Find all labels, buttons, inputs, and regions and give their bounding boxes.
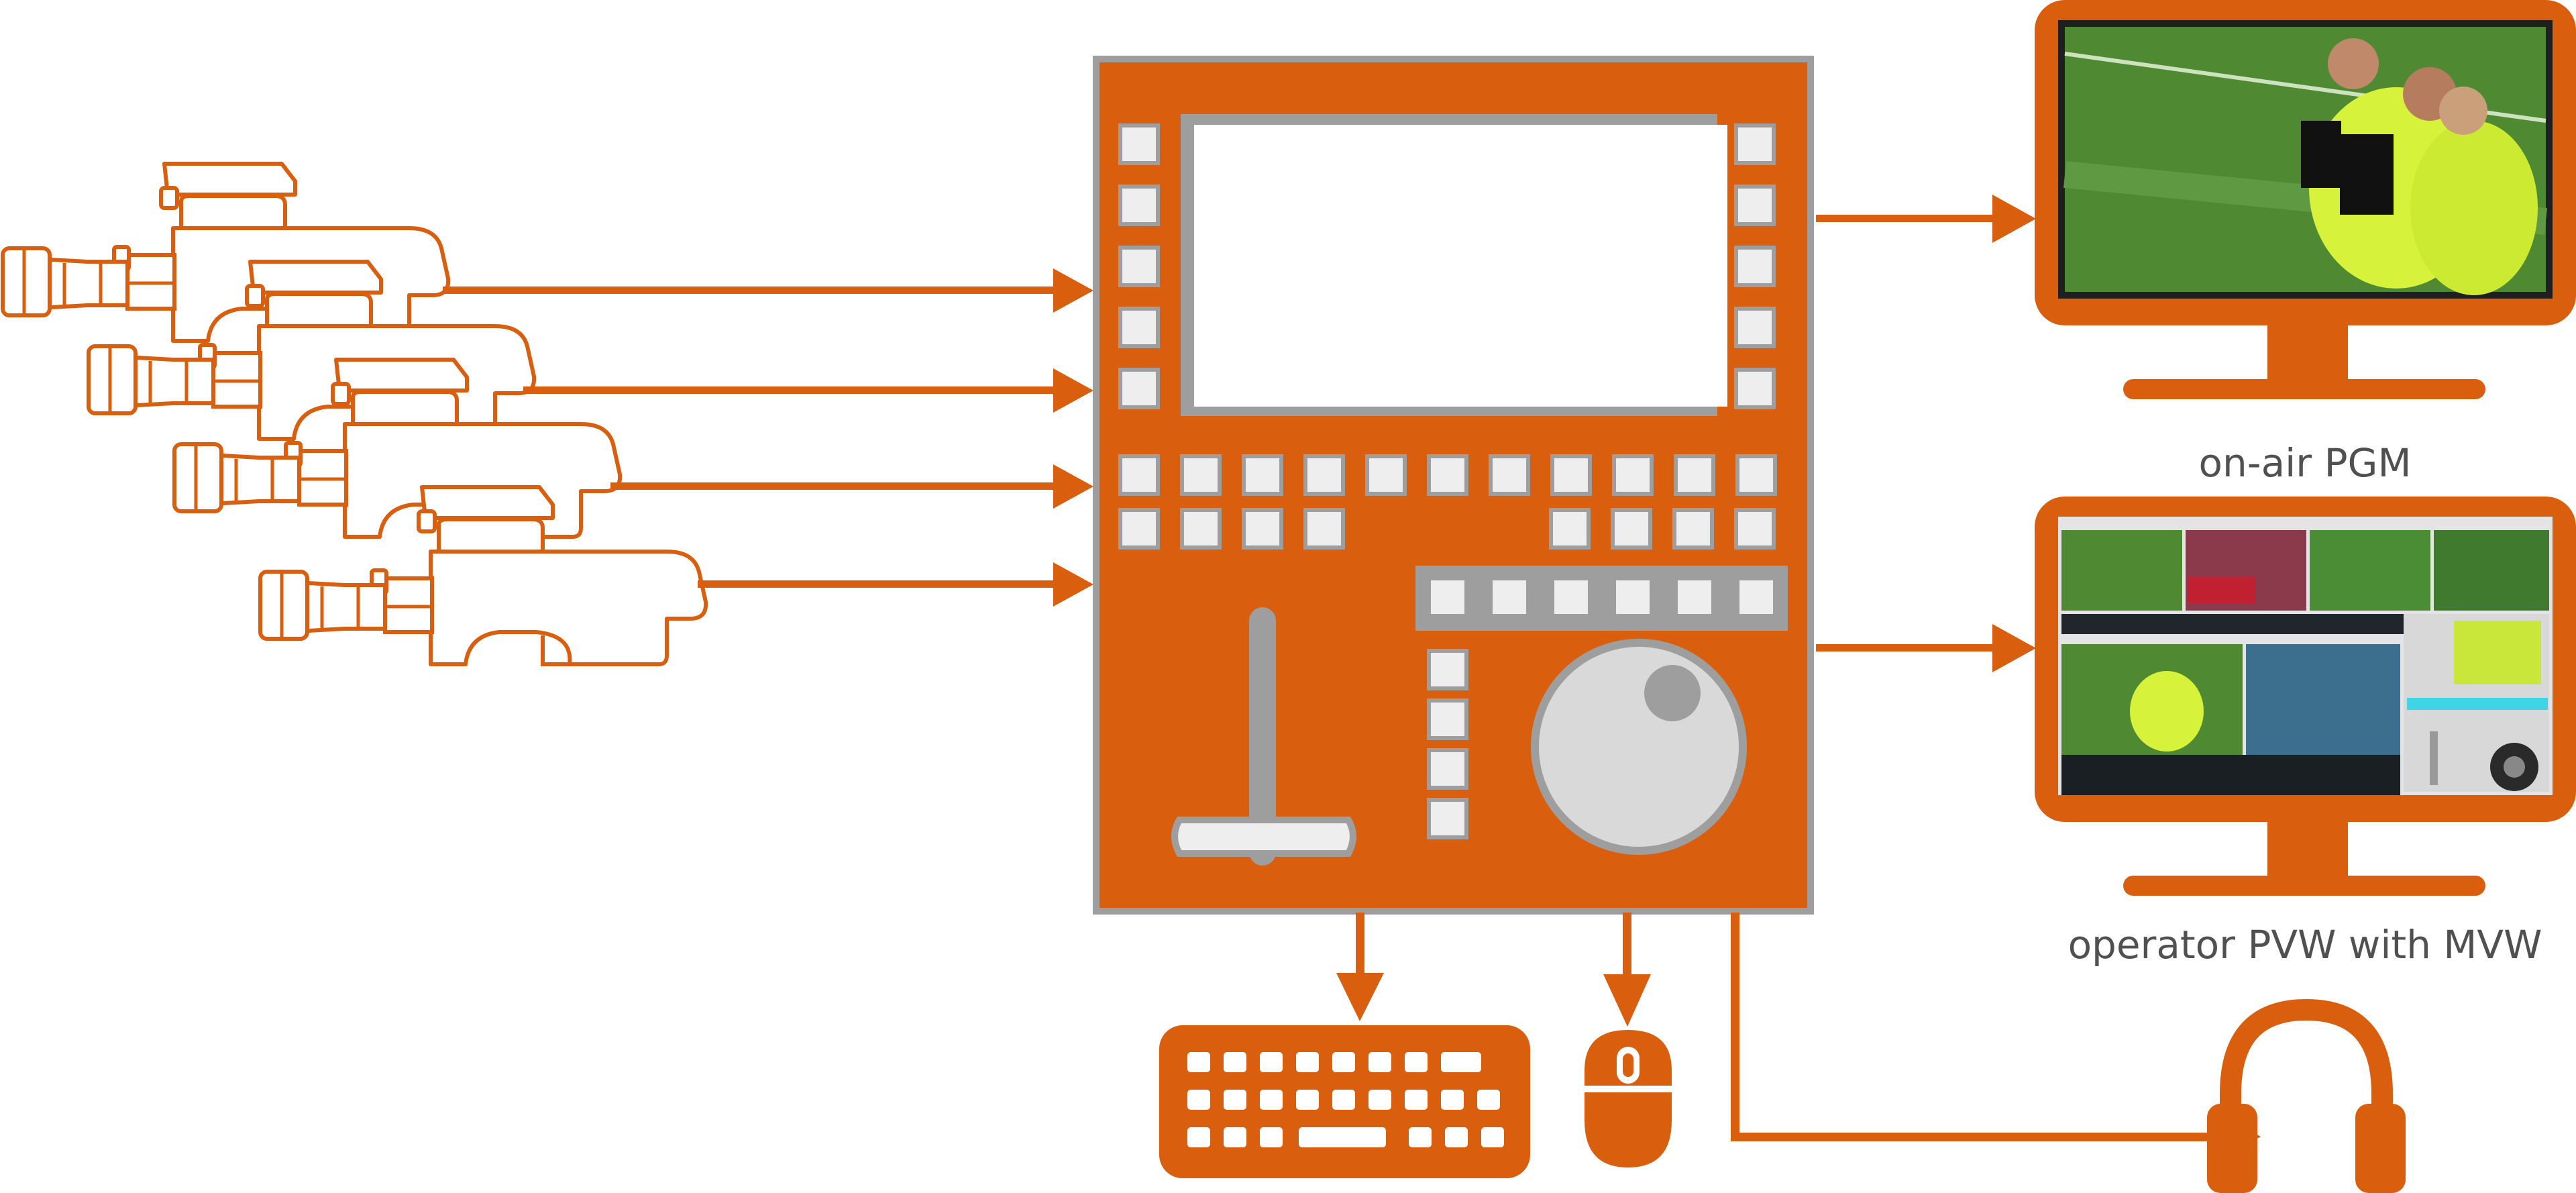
keyboard-key bbox=[1481, 1127, 1504, 1147]
controller-key bbox=[1427, 454, 1468, 496]
keyboard-key bbox=[1445, 1127, 1468, 1147]
controller-key bbox=[1611, 508, 1652, 550]
keyboard-key bbox=[1441, 1090, 1464, 1110]
controller-key-row-2 bbox=[1118, 508, 1776, 550]
keyboard-key bbox=[1224, 1052, 1246, 1072]
keyboard-key bbox=[1441, 1052, 1481, 1072]
keyboard-key bbox=[1260, 1127, 1283, 1147]
pgm-monitor-icon bbox=[2035, 0, 2576, 399]
controller-key bbox=[1734, 508, 1776, 550]
controller-key bbox=[1612, 454, 1654, 496]
controller-key bbox=[1303, 508, 1345, 550]
controller-screen-right-keys bbox=[1734, 123, 1776, 409]
mouse-arrow bbox=[1603, 913, 1651, 1027]
function-key-strip bbox=[1415, 566, 1788, 631]
side-key bbox=[1427, 698, 1468, 740]
controller-key bbox=[1674, 454, 1715, 496]
controller-key bbox=[1118, 246, 1160, 287]
controller-key bbox=[1303, 454, 1345, 496]
controller-key bbox=[1672, 508, 1714, 550]
controller-key bbox=[1242, 508, 1283, 550]
function-key bbox=[1612, 576, 1654, 618]
input-arrow-4 bbox=[698, 562, 1093, 607]
keyboard-icon bbox=[1159, 1025, 1530, 1178]
function-key bbox=[1427, 576, 1468, 618]
input-arrows bbox=[443, 268, 1093, 607]
keyboard-key bbox=[1296, 1090, 1319, 1110]
keyboard-key bbox=[1260, 1052, 1283, 1072]
pvw-arrow bbox=[1816, 624, 2036, 672]
controller-screen-left-keys bbox=[1118, 123, 1160, 409]
controller-key bbox=[1180, 454, 1222, 496]
multiviewer-screen bbox=[2061, 530, 2549, 795]
controller-key bbox=[1734, 123, 1776, 165]
camera-1-icon bbox=[3, 164, 448, 341]
keyboard-key bbox=[1477, 1090, 1500, 1110]
pgm-arrow bbox=[1816, 195, 2036, 243]
keyboard-key bbox=[1187, 1052, 1210, 1072]
side-key bbox=[1427, 798, 1468, 839]
controller-key bbox=[1549, 508, 1591, 550]
controller-key bbox=[1118, 508, 1160, 550]
side-key bbox=[1427, 748, 1468, 790]
keyboard-key bbox=[1368, 1090, 1391, 1110]
controller-side-keys bbox=[1427, 649, 1468, 839]
controller-key bbox=[1118, 368, 1160, 409]
pvw-monitor-label: operator PVW with MVW bbox=[2068, 922, 2542, 968]
controller-key bbox=[1118, 307, 1160, 348]
controller-key bbox=[1734, 368, 1776, 409]
pvw-monitor-icon bbox=[2035, 497, 2576, 896]
keyboard-key bbox=[1224, 1090, 1246, 1110]
input-arrow-1 bbox=[443, 268, 1093, 313]
jog-wheel-icon bbox=[1531, 639, 1747, 855]
keyboard-key bbox=[1409, 1127, 1432, 1147]
mouse-icon bbox=[1585, 1030, 1672, 1168]
headphones-icon bbox=[2207, 998, 2406, 1193]
camera-group bbox=[3, 164, 706, 664]
controller-key bbox=[1735, 454, 1777, 496]
pgm-monitor-label: on-air PGM bbox=[2198, 440, 2411, 486]
keyboard-key bbox=[1332, 1090, 1355, 1110]
controller-key bbox=[1550, 454, 1592, 496]
lever-icon bbox=[1171, 607, 1356, 866]
function-key bbox=[1735, 576, 1777, 618]
keyboard-key bbox=[1187, 1090, 1210, 1110]
keyboard-key bbox=[1224, 1127, 1246, 1147]
controller-key bbox=[1118, 185, 1160, 226]
output-arrows bbox=[1816, 195, 2036, 672]
keyboard-key bbox=[1260, 1090, 1283, 1110]
keyboard-key bbox=[1405, 1090, 1428, 1110]
controller-key bbox=[1734, 307, 1776, 348]
keyboard-arrow bbox=[1336, 913, 1384, 1021]
controller-key bbox=[1118, 454, 1160, 496]
controller-screen bbox=[1194, 125, 1727, 407]
keyboard-key bbox=[1368, 1052, 1391, 1072]
controller-key bbox=[1734, 246, 1776, 287]
controller-key bbox=[1489, 454, 1530, 496]
input-arrow-2 bbox=[523, 368, 1093, 413]
function-key bbox=[1550, 576, 1592, 618]
function-key bbox=[1489, 576, 1530, 618]
players-image bbox=[2301, 38, 2538, 295]
keyboard-key bbox=[1299, 1127, 1386, 1147]
keyboard-key bbox=[1332, 1052, 1355, 1072]
input-arrow-3 bbox=[610, 464, 1093, 509]
controller-key bbox=[1118, 123, 1160, 165]
controller-key bbox=[1734, 185, 1776, 226]
replay-controller-icon bbox=[1093, 56, 1814, 915]
function-key bbox=[1674, 576, 1715, 618]
controller-key bbox=[1242, 454, 1283, 496]
keyboard-key bbox=[1296, 1052, 1319, 1072]
controller-key-row-1 bbox=[1118, 454, 1777, 496]
keyboard-key bbox=[1187, 1127, 1210, 1147]
controller-key bbox=[1180, 508, 1222, 550]
function-key-row bbox=[1427, 576, 1777, 618]
controller-key bbox=[1365, 454, 1407, 496]
camera-4-icon bbox=[260, 487, 706, 664]
side-key bbox=[1427, 649, 1468, 690]
keyboard-key bbox=[1405, 1052, 1428, 1072]
